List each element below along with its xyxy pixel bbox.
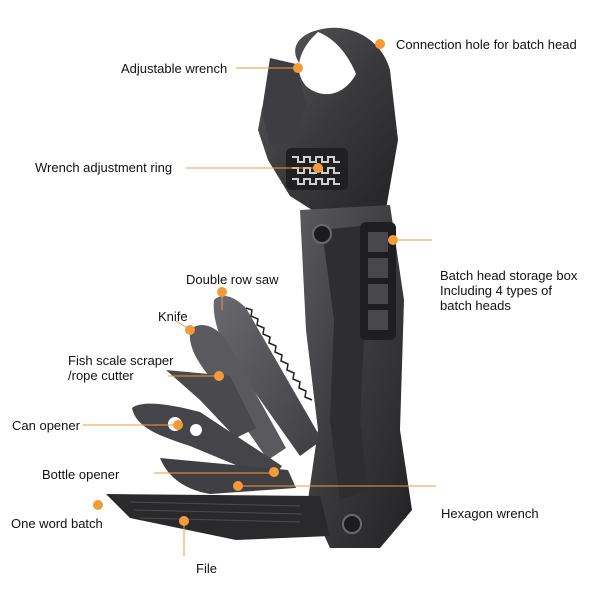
label-hexagon-wrench: Hexagon wrench [441, 506, 539, 521]
label-knife: Knife [158, 309, 188, 324]
marker-file [179, 516, 189, 526]
label-file: File [196, 561, 217, 576]
marker-double-row-saw [217, 287, 227, 297]
label-double-row-saw: Double row saw [186, 272, 279, 287]
label-can-opener: Can opener [12, 418, 80, 433]
marker-can-opener [173, 420, 183, 430]
label-adjustment-ring: Wrench adjustment ring [35, 160, 173, 175]
label-scraper: Fish scale scraper /rope cutter [68, 353, 174, 383]
label-one-word-batch: One word batch [11, 516, 103, 531]
file-blade [106, 494, 330, 540]
label-storage-box: Batch head storage box Including 4 types… [440, 268, 578, 313]
bottle-opener-blade [160, 458, 296, 494]
marker-hexagon-wrench [233, 481, 243, 491]
marker-dots [93, 39, 398, 526]
scraper-blade [166, 370, 256, 438]
marker-adjustable-wrench [293, 63, 303, 73]
handle [300, 205, 412, 548]
double-row-saw [213, 295, 322, 456]
marker-connection-hole [375, 39, 385, 49]
label-adjustable-wrench: Adjustable wrench [121, 61, 228, 76]
label-connection-hole: Connection hole for batch head [396, 37, 577, 52]
marker-scraper [214, 371, 224, 381]
marker-adjustment-ring [313, 163, 323, 173]
marker-storage-box [388, 235, 398, 245]
marker-bottle-opener [269, 467, 279, 477]
marker-knife [185, 325, 195, 335]
marker-one-word-batch [93, 500, 103, 510]
adjustable-wrench-part [258, 27, 398, 216]
batch-head-storage-box [360, 222, 396, 340]
label-bottle-opener: Bottle opener [42, 467, 120, 482]
leader-lines [83, 67, 436, 556]
